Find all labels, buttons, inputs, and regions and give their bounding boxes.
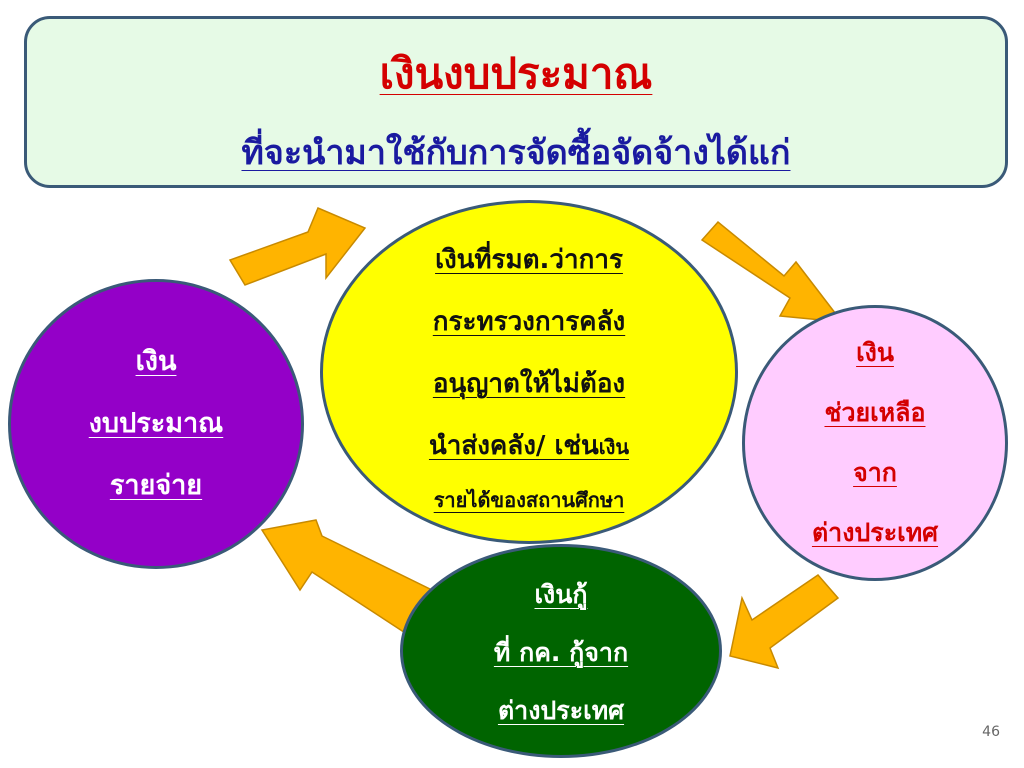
node-loan-line: ต่างประเทศ (497, 696, 625, 725)
node-revenue-line: กระทรวงการคลัง (432, 306, 626, 337)
node-aid-line: จาก (853, 458, 897, 487)
node-loan-line: เงินกู้ (534, 580, 588, 609)
node-budget-line: งบประมาณ (88, 408, 224, 439)
node-aid-line: ช่วยเหลือ (824, 398, 926, 427)
node-revenue-line: เงินที่รมต.ว่าการ (435, 244, 623, 275)
page-number: 46 (982, 724, 1000, 740)
node-budget-expenditure: เงิน งบประมาณ รายจ่าย (8, 279, 304, 569)
arrow-revenue-to-aid (700, 220, 844, 323)
node-budget-line: เงิน (135, 346, 177, 377)
node-revenue-line: รายได้ของสถานศึกษา (433, 487, 625, 512)
node-budget-line: รายจ่าย (109, 470, 203, 501)
arrow-budget-to-revenue (228, 207, 367, 286)
node-foreign-loan: เงินกู้ ที่ กค. กู้จาก ต่างประเทศ (400, 544, 722, 758)
node-aid-line: ต่างประเทศ (811, 518, 939, 547)
node-foreign-aid: เงิน ช่วยเหลือ จาก ต่างประเทศ (742, 305, 1008, 581)
header-box: เงินงบประมาณ ที่จะนำมาใช้กับการจัดซื้อจั… (24, 16, 1008, 188)
page-subtitle: ที่จะนำมาใช้กับการจัดซื้อจัดจ้างได้แก่ (241, 133, 791, 173)
node-revenue-line-small: เงิน (598, 434, 630, 459)
node-loan-line: ที่ กค. กู้จาก (493, 638, 629, 667)
node-aid-line: เงิน (856, 338, 894, 367)
arrow-aid-to-loan (729, 574, 840, 670)
node-retained-revenue: เงินที่รมต.ว่าการ กระทรวงการคลัง อนุญาตใ… (320, 200, 738, 544)
page-title: เงินงบประมาณ (379, 49, 653, 98)
arrow-loan-to-budget (260, 519, 433, 642)
node-revenue-line-main: นำส่งคลัง/ เช่น (428, 430, 599, 461)
node-revenue-line: อนุญาตให้ไม่ต้อง (432, 368, 626, 399)
node-revenue-line: นำส่งคลัง/ เช่นเงิน (429, 415, 629, 478)
